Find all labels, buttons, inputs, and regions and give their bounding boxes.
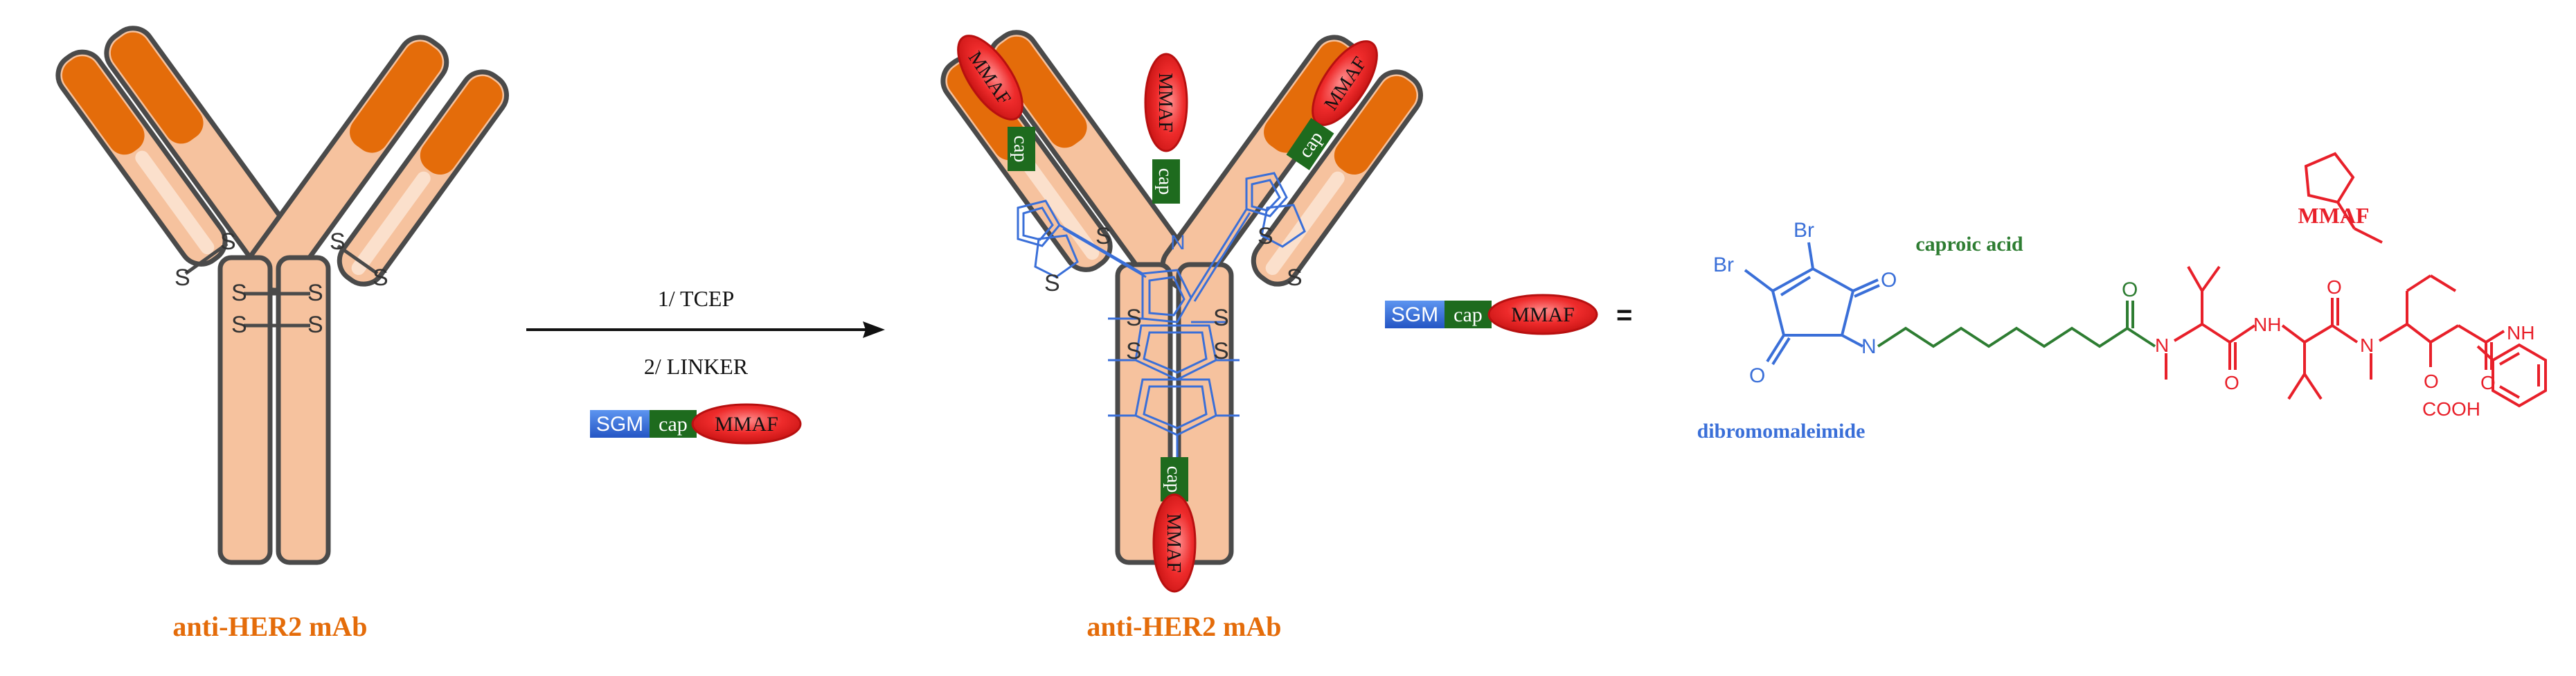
bridging-maleimide-rings — [1017, 172, 1306, 457]
o-atom: O — [2327, 276, 2342, 298]
o-atom: O — [1749, 364, 1765, 387]
s-atom: S — [1126, 338, 1142, 364]
mmaf-ellipse — [1152, 493, 1197, 593]
svg-text:MMAF: MMAF — [1163, 513, 1184, 573]
mmaf-fragment-right — [2304, 152, 2383, 244]
equals-sign: = — [1616, 300, 1632, 330]
o-atom: O — [2424, 371, 2439, 392]
linker-drug-structure: Br Br O O N O — [1713, 152, 2547, 420]
svg-text:SGM: SGM — [596, 413, 643, 436]
cap-block — [1444, 301, 1492, 328]
cap-block — [1008, 127, 1035, 171]
left-disulfide-bonds — [184, 242, 379, 328]
left-antibody: S S S S S S S S — [55, 26, 509, 565]
s-atom: S — [1213, 338, 1229, 364]
dibromomaleimide-fragment — [1744, 242, 1880, 366]
step-1-label: 1/ TCEP — [658, 286, 735, 311]
cooh-atom: COOH — [2422, 398, 2480, 420]
br-atom: Br — [1794, 219, 1814, 242]
right-sulfur-atoms: S S S S S S S S — [1044, 223, 1303, 364]
left-light-chain-right — [337, 69, 509, 287]
s-atom: S — [175, 265, 190, 291]
n-atom: N — [1861, 335, 1877, 358]
s-atom: S — [1258, 223, 1273, 249]
reaction-arrow — [526, 321, 885, 338]
n-atom: N — [2155, 335, 2169, 356]
right-heavy-stem-right — [1176, 262, 1234, 565]
svg-text:MMAF: MMAF — [1154, 73, 1176, 132]
cap-block — [1152, 159, 1180, 204]
dibromomaleimide-label: dibromomaleimide — [1697, 420, 1866, 443]
s-atom: S — [220, 229, 236, 255]
s-atom: S — [231, 280, 247, 306]
step-2-label: 2/ LINKER — [644, 354, 749, 379]
s-atom: S — [373, 265, 388, 291]
phenyl-ring — [2476, 343, 2547, 408]
drug-payload-top-center: MMAF cap — [1144, 53, 1188, 204]
n-atom: N — [2360, 335, 2374, 356]
svg-text:MMAF: MMAF — [715, 413, 778, 436]
cap-block — [1286, 118, 1334, 170]
o-atom: O — [2122, 278, 2138, 301]
s-atom: S — [1044, 270, 1060, 296]
sgm-block — [590, 410, 650, 438]
nh-atom: NH — [2507, 322, 2534, 344]
o-atom: O — [2224, 372, 2239, 393]
left-heavy-stem-left — [217, 255, 273, 565]
cap-block — [1161, 457, 1188, 501]
right-antibody: N S S S S S S S S cap MMAF MM — [940, 30, 1423, 593]
mmaf-ellipse — [1487, 294, 1598, 335]
mmaf-ellipse — [1144, 53, 1188, 152]
s-atom: S — [307, 280, 323, 306]
br-atom: Br — [1713, 254, 1734, 276]
drug-payload-bottom: cap MMAF — [1152, 457, 1197, 593]
left-antibody-label: anti-HER2 mAb — [172, 611, 367, 642]
linker-chip-legend: SGM cap MMAF — [1385, 294, 1598, 335]
right-antibody-label: anti-HER2 mAb — [1086, 611, 1281, 642]
o-atom: O — [1881, 269, 1897, 292]
svg-text:cap: cap — [1154, 168, 1176, 195]
n-atom: N — [1170, 231, 1186, 254]
s-atom: S — [330, 229, 346, 255]
mmaf-fragment — [2165, 265, 2505, 400]
s-atom: S — [1126, 305, 1142, 331]
right-light-chain-right — [1251, 69, 1423, 287]
caproic-acid-label: caproic acid — [1915, 233, 2023, 256]
s-atom: S — [231, 312, 247, 338]
mmaf-structure-label: MMAF — [2298, 203, 2369, 228]
mmaf-atoms: N O NH O N O O NH — [2155, 276, 2534, 393]
svg-text:cap: cap — [1163, 466, 1184, 493]
caproic-acid-fragment — [1877, 301, 2156, 348]
nh-atom: NH — [2253, 314, 2281, 335]
mmaf-ellipse — [691, 403, 802, 445]
svg-text:MMAF: MMAF — [1511, 303, 1575, 326]
svg-text:cap: cap — [659, 413, 688, 436]
s-atom: S — [1213, 305, 1229, 331]
svg-text:cap: cap — [1454, 303, 1483, 326]
right-heavy-chain-left-arm — [987, 30, 1190, 288]
left-sulfur-atoms: S S S S S S S S — [175, 229, 388, 338]
drug-payload-top-left: cap MMAF — [957, 35, 1035, 171]
dibromomaleimide-atoms: Br Br O O N — [1713, 219, 1897, 387]
svg-text:cap: cap — [1010, 136, 1031, 163]
s-atom: S — [307, 312, 323, 338]
sgm-block — [1385, 301, 1444, 328]
left-light-chain-left — [55, 49, 228, 267]
cap-block — [650, 410, 697, 438]
s-atom: S — [1287, 265, 1303, 291]
linker-chip-arrow: SGM cap MMAF — [590, 403, 802, 445]
left-heavy-stem-right — [276, 255, 331, 565]
mmaf-ellipse — [957, 35, 1023, 121]
svg-text:SGM: SGM — [1391, 303, 1438, 326]
s-atom: S — [1095, 223, 1111, 249]
